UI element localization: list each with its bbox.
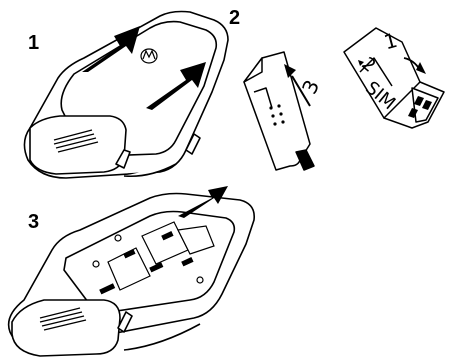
- sim-slot-area: [92, 221, 215, 295]
- step-1-number: 1: [28, 32, 39, 54]
- curved-arrow-icon: [358, 57, 426, 74]
- sim-holder-card: [343, 27, 445, 129]
- phone-back-step1: [23, 10, 229, 179]
- insert-step-3-label: 3: [297, 76, 324, 98]
- step-3-number: 3: [28, 211, 39, 233]
- sim-insert-arrow-icon: [178, 186, 228, 218]
- insert-step-1-label: 1: [381, 28, 400, 54]
- step-2-number: 2: [229, 7, 240, 29]
- up-arrow-icon: [82, 26, 206, 110]
- slide-arrow-icon: [284, 64, 311, 107]
- motorola-logo-icon: [140, 48, 158, 64]
- sim-holder-open: [243, 51, 315, 171]
